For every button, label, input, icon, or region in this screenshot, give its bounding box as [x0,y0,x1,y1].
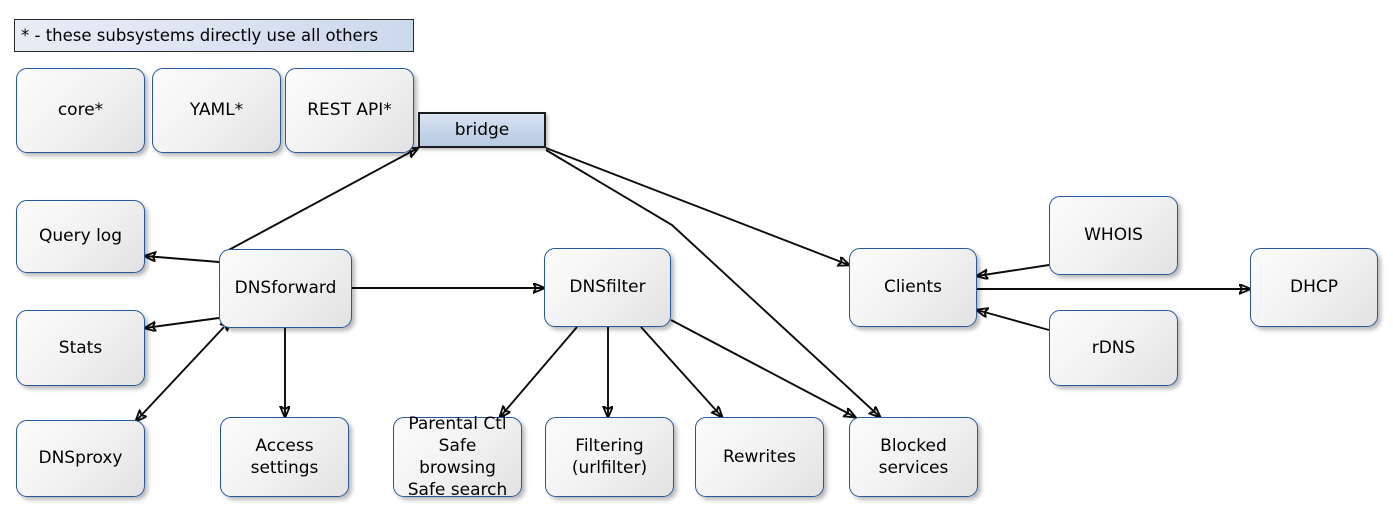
node-rewrites[interactable]: Rewrites [695,417,824,497]
node-clients[interactable]: Clients [849,248,977,327]
node-label: Parental Ctl Safe browsing Safe search [407,413,508,501]
node-blockedservices[interactable]: Blocked services [849,417,978,497]
legend-note: * - these subsystems directly use all ot… [14,19,414,52]
node-label: Query log [39,226,122,247]
node-parental[interactable]: Parental Ctl Safe browsing Safe search [393,414,522,500]
node-label: bridge [454,120,510,140]
node-label: Clients [883,277,943,298]
node-label: REST API* [307,100,392,121]
edge-dnsforward-bridge [224,148,418,253]
legend-text: * - these subsystems directly use all ot… [21,26,379,45]
node-label: core* [57,100,104,121]
edge-dnsfilter-rewrites [640,326,722,417]
edge-whois-clients [977,264,1050,276]
edge-dnsforward-stats [145,317,220,328]
node-querylog[interactable]: Query log [16,200,145,273]
node-label: Access settings [250,435,319,478]
node-dnsforward[interactable]: DNSforward [219,249,352,328]
node-label: DHCP [1290,277,1338,298]
edge-dnsforward-querylog [145,256,220,263]
node-label: Blocked services [878,435,949,478]
node-dnsfilter[interactable]: DNSfilter [544,248,671,327]
node-label: DNSforward [234,278,337,299]
node-filtering[interactable]: Filtering (urlfilter) [545,417,674,497]
node-label: Stats [58,337,103,358]
node-label: Filtering (urlfilter) [571,435,648,478]
node-stats[interactable]: Stats [16,310,145,386]
node-label: rDNS [1091,337,1136,358]
edge-dnsfilter-blockedservices [670,319,855,417]
node-whois[interactable]: WHOIS [1049,196,1178,275]
node-label: Rewrites [722,446,797,467]
node-accesssettings[interactable]: Access settings [220,417,349,497]
node-bridge[interactable]: bridge [418,112,546,148]
edge-rdns-clients [977,310,1050,331]
node-label: DNSproxy [38,448,123,469]
node-rdns[interactable]: rDNS [1049,310,1178,386]
node-label: DNSfilter [569,277,646,298]
node-restapi[interactable]: REST API* [285,68,414,153]
node-core[interactable]: core* [16,68,145,153]
node-yaml[interactable]: YAML* [152,68,281,153]
node-dhcp[interactable]: DHCP [1250,248,1378,327]
node-label: YAML* [189,100,244,121]
node-dnsproxy[interactable]: DNSproxy [16,420,145,497]
node-label: WHOIS [1084,225,1143,246]
edge-dnsforward-dnsproxy [136,327,224,421]
edge-dnsfilter-parental [500,326,578,417]
